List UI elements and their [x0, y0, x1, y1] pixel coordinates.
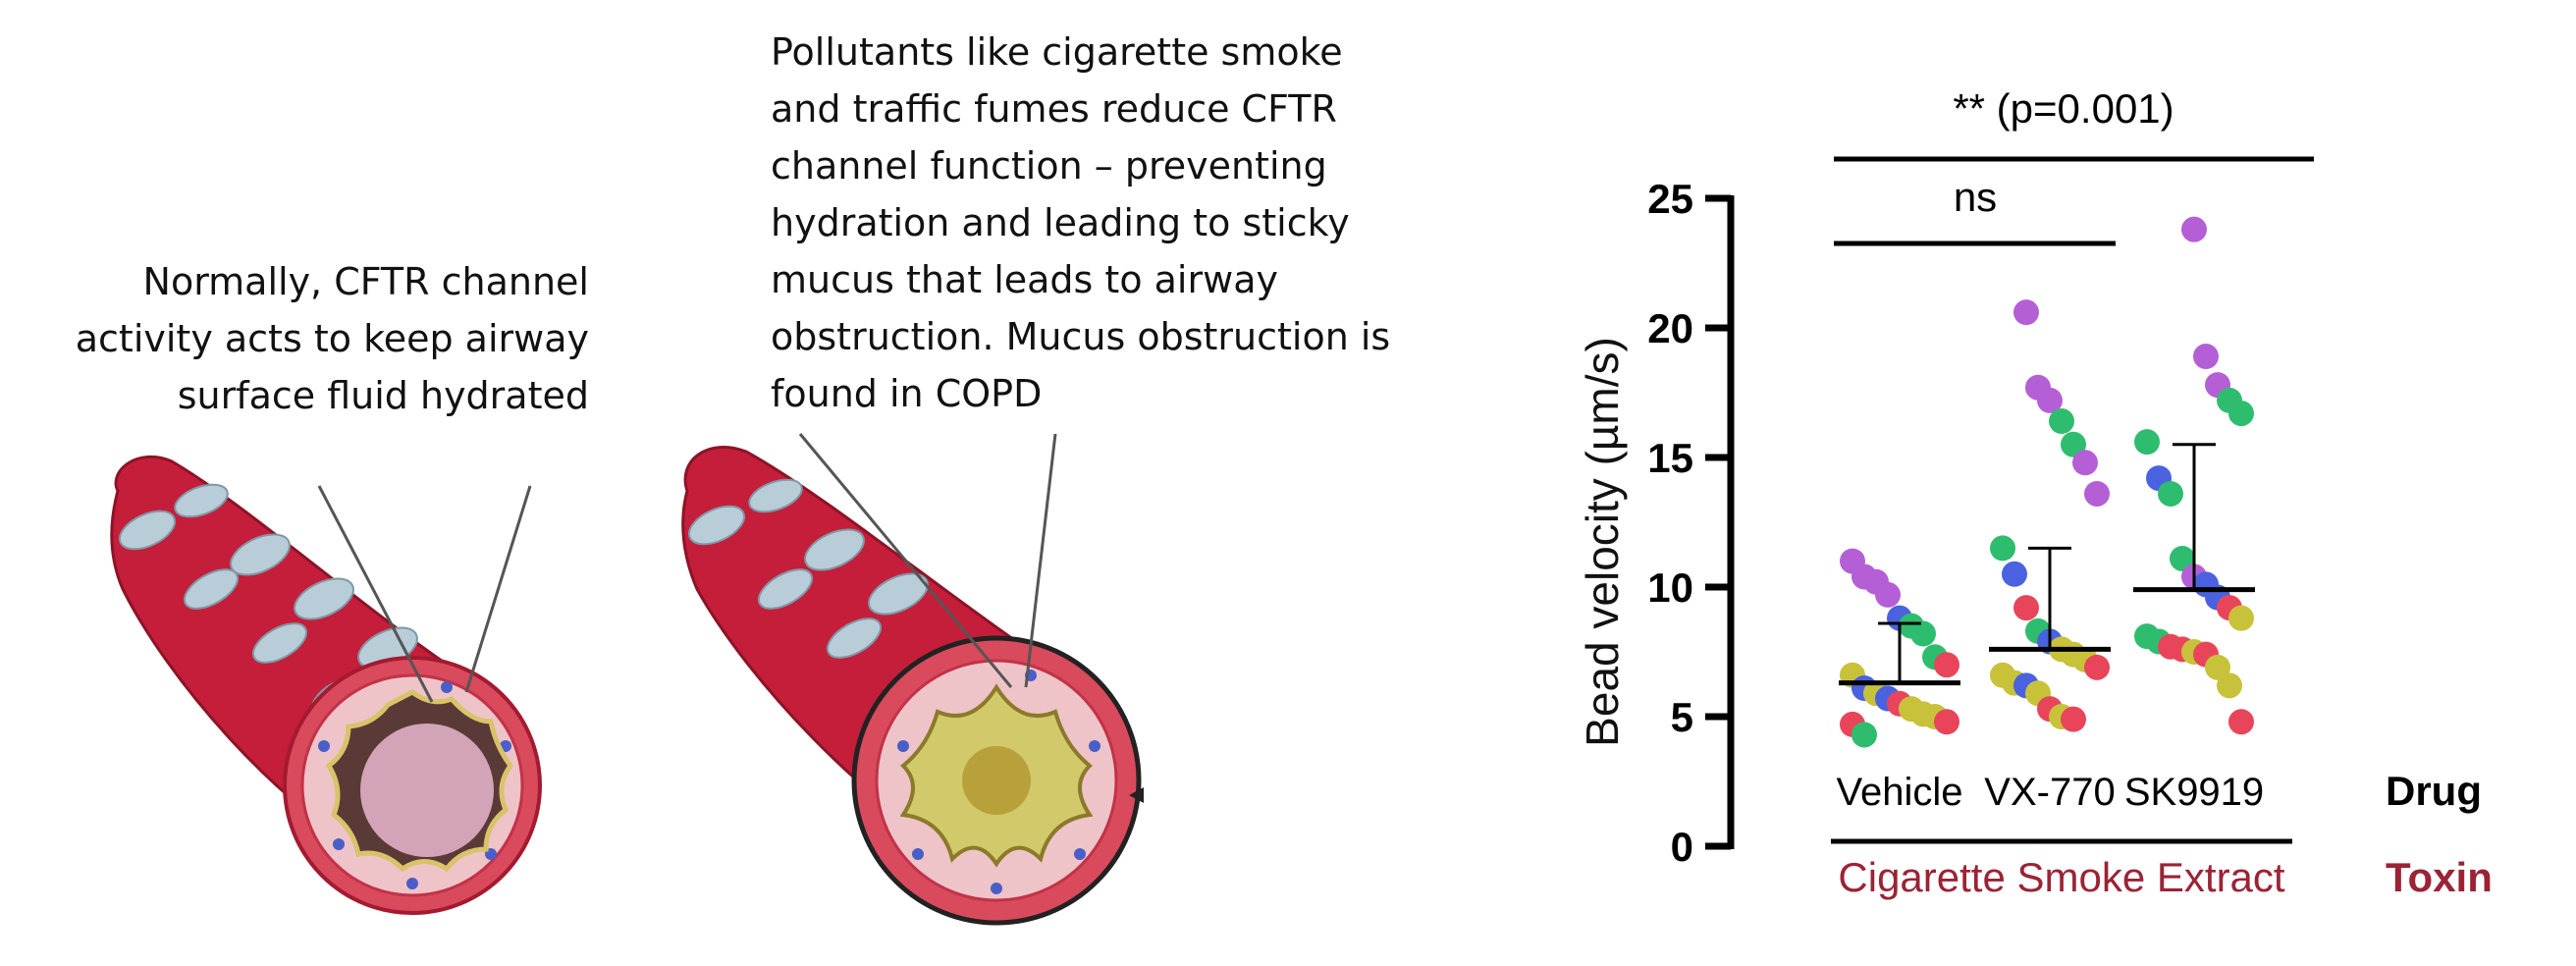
drug-group-label: Drug — [2386, 768, 2482, 814]
y-axis-label: Bead velocity (µm/s) — [1577, 337, 1628, 747]
pointer-line — [798, 433, 1013, 688]
data-point — [2013, 299, 2039, 326]
y-tick-label: 15 — [1647, 435, 1693, 481]
data-point — [2072, 450, 2098, 476]
pointer-line — [317, 485, 434, 703]
cilia-patches — [687, 478, 929, 659]
data-point — [2158, 480, 2183, 507]
data-point — [2217, 672, 2242, 699]
y-tick-label: 20 — [1647, 305, 1693, 351]
y-tick-label: 10 — [1647, 564, 1693, 611]
data-point — [2037, 387, 2063, 413]
data-point — [2049, 408, 2074, 435]
pointer-line — [1024, 433, 1057, 688]
y-tick-label: 5 — [1671, 694, 1693, 740]
data-point — [2061, 431, 2086, 457]
condition-label: Cigarette Smoke Extract — [1838, 854, 2285, 900]
toxin-group-label: Toxin — [2386, 854, 2493, 900]
data-point — [2170, 545, 2195, 571]
data-point — [2228, 605, 2254, 631]
significance-label: ** (p=0.001) — [1953, 85, 2174, 132]
data-point — [2193, 344, 2219, 370]
category-label: Vehicle — [1837, 771, 1963, 814]
data-point — [2181, 216, 2207, 242]
data-point — [1990, 535, 2015, 562]
data-point — [1875, 581, 1901, 608]
copd-caption: Pollutants like cigarette smoke and traf… — [771, 30, 1391, 415]
arrow-marker — [1129, 787, 1144, 803]
data-point — [1910, 620, 1936, 647]
y-tick-label: 0 — [1671, 824, 1693, 870]
healthy-airway-figure — [110, 455, 542, 915]
significance-label: ns — [1954, 174, 1997, 220]
data-point — [2061, 706, 2086, 732]
lumen — [360, 724, 494, 857]
healthy-caption: Normally, CFTR channel activity acts to … — [75, 260, 589, 417]
y-tick-label: 25 — [1647, 176, 1693, 222]
data-point — [2013, 595, 2039, 621]
data-point — [2002, 561, 2027, 587]
category-label: VX-770 — [1984, 771, 2115, 814]
data-point — [2134, 429, 2160, 456]
data-point — [1934, 652, 1959, 678]
airway-illustration — [110, 433, 1144, 926]
data-point — [2228, 709, 2254, 735]
data-point — [1852, 722, 1877, 748]
data-point — [1934, 709, 1959, 735]
mucus-center — [962, 746, 1031, 815]
data-point — [2205, 654, 2230, 680]
pointer-line — [464, 485, 532, 693]
data-point — [2084, 654, 2110, 680]
category-label: SK9919 — [2124, 771, 2264, 814]
copd-airway-figure — [681, 433, 1144, 926]
data-point — [2084, 480, 2110, 507]
data-point — [2228, 401, 2254, 427]
